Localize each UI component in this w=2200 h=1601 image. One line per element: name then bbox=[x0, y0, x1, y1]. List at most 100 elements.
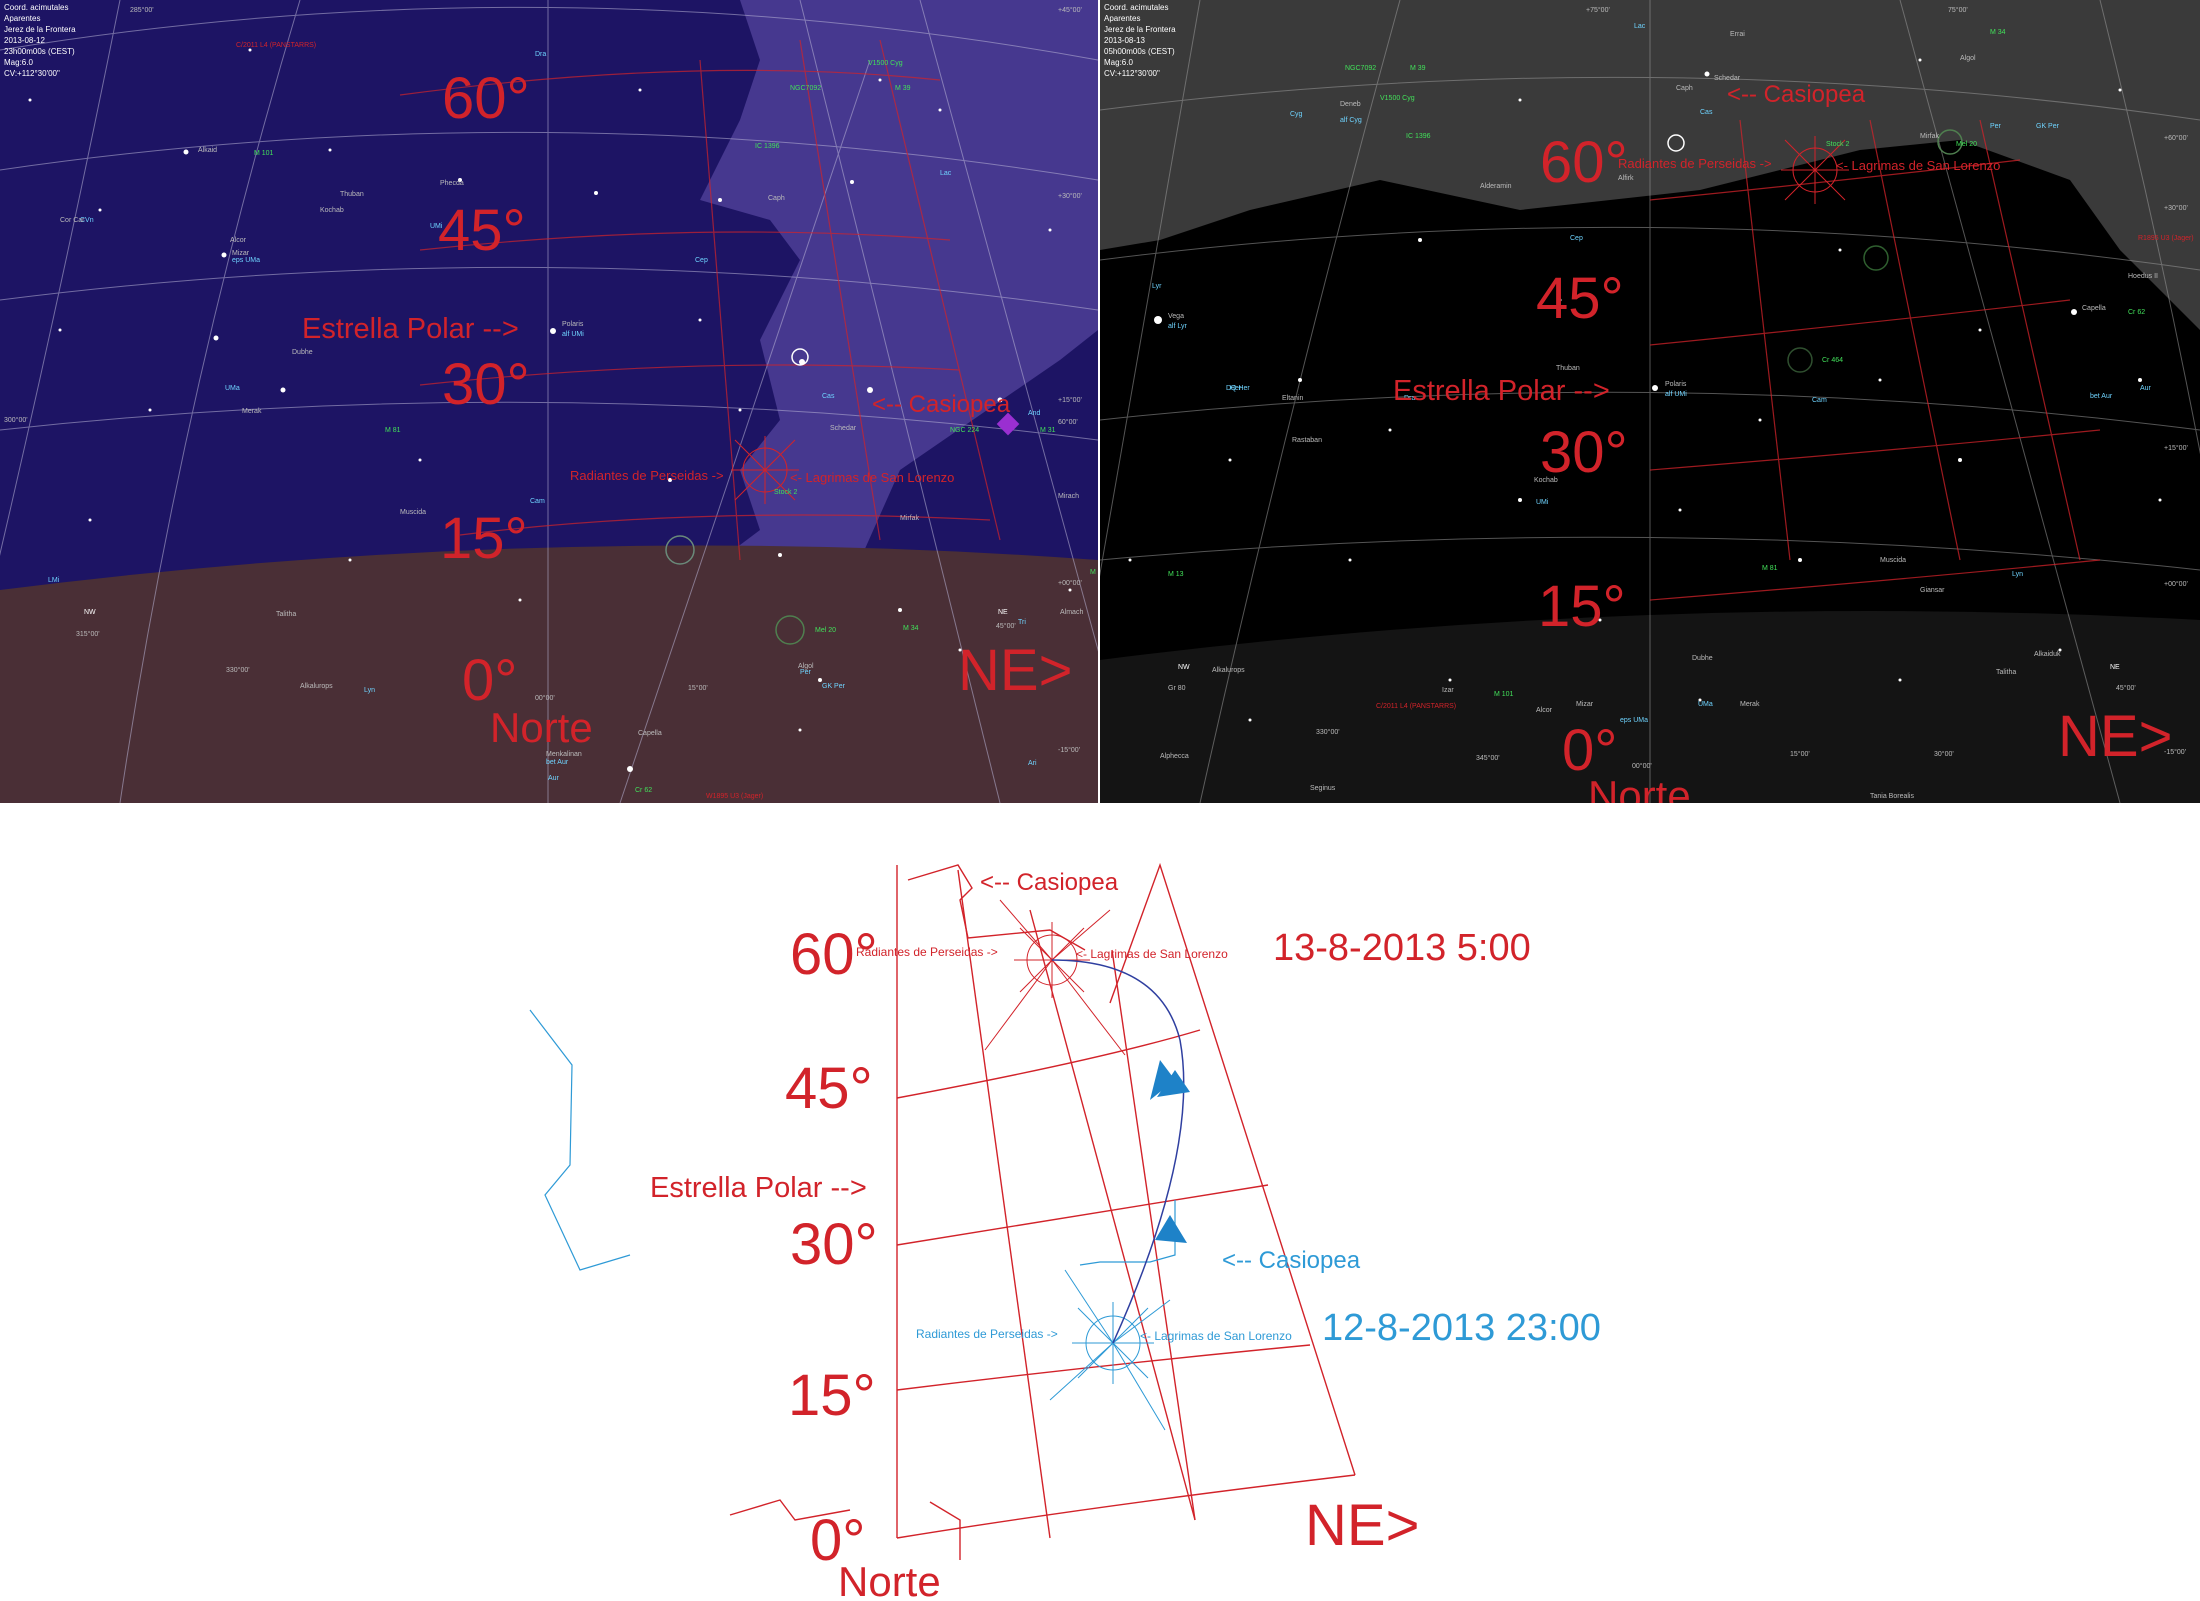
sky-label: Ari bbox=[1028, 760, 1037, 767]
diagram-casiopea-red: <-- Casiopea bbox=[980, 869, 1119, 896]
sky-label: Schedar bbox=[1714, 75, 1741, 82]
radiant-motion-arc bbox=[1051, 959, 1185, 1344]
ring-markers-evening bbox=[665, 348, 809, 645]
sky-label: Dra bbox=[535, 51, 546, 58]
sky-label: +30°00' bbox=[2164, 204, 2188, 212]
annotations-evening: 60° 45° 30° 15° 0° Estrella Polar --> <-… bbox=[302, 66, 1072, 751]
sky-label: eps UMa bbox=[1620, 717, 1648, 724]
sky-label: M 13 bbox=[1168, 571, 1184, 578]
diagram-radiant-blue: Radiantes de Perseidas -> bbox=[916, 1327, 1058, 1341]
sky-label: +30°00' bbox=[1058, 192, 1082, 200]
altitude-label-30: 30° bbox=[1540, 420, 1628, 485]
sky-label: Hoedus II bbox=[2128, 273, 2158, 280]
sky-label: IC 1396 bbox=[1406, 133, 1431, 140]
sky-label: Lyn bbox=[364, 687, 375, 694]
sky-label: Cr 62 bbox=[635, 787, 652, 794]
sky-label: Cor Car bbox=[60, 217, 85, 224]
sky-label: +45°00' bbox=[1058, 6, 1082, 14]
panel-evening: Dra UMi Cep Cas Cam UMa LMi Lyn Per Aur … bbox=[0, 0, 1098, 803]
sky-label: C/2011 L4 (PANSTARRS) bbox=[236, 42, 316, 49]
sky-label: Seginus bbox=[1310, 785, 1336, 792]
sky-label: Mirfak bbox=[1920, 133, 1940, 140]
sky-label: M 81 bbox=[385, 427, 401, 434]
diagram-radiant-dawn bbox=[984, 899, 1126, 1056]
header-line: Mag:6.0 bbox=[4, 58, 33, 67]
altitude-label-0: 0° bbox=[462, 648, 517, 713]
sky-label: Cr 62 bbox=[2128, 309, 2145, 316]
sky-label: DQ Her bbox=[1226, 385, 1250, 392]
sky-label: UMa bbox=[225, 385, 240, 392]
sky-label: GK Per bbox=[822, 683, 846, 690]
sky-label: Eltanin bbox=[1282, 395, 1304, 402]
sky-label: Tania Borealis bbox=[1870, 793, 1914, 800]
sky-label: Mirfak bbox=[900, 515, 920, 522]
sky-label: Tri bbox=[1018, 619, 1026, 626]
header-line: 2013-08-13 bbox=[1104, 36, 1145, 45]
sky-label: R1895 U3 (Jager) bbox=[2138, 235, 2194, 242]
sky-label: UMi bbox=[1536, 499, 1549, 506]
sky-label: CVn bbox=[80, 217, 94, 224]
sky-label: Polaris bbox=[562, 321, 584, 328]
sky-label: Per bbox=[800, 669, 812, 676]
diagram-annotations: <-- Casiopea Radiantes de Perseidas -> <… bbox=[650, 869, 1601, 1601]
sky-label: 75°00' bbox=[1948, 6, 1968, 14]
sky-label: Alphecca bbox=[1160, 753, 1189, 760]
red-guide-lines-dawn bbox=[1649, 119, 2101, 601]
sky-label: 15°00' bbox=[688, 684, 708, 692]
altitude-label-15: 15° bbox=[440, 506, 528, 571]
altitude-label-45: 45° bbox=[1536, 266, 1624, 331]
sky-label: alf UMi bbox=[562, 331, 584, 338]
sky-label: M 34 bbox=[1990, 29, 2006, 36]
header-line: 23h00m00s (CEST) bbox=[4, 47, 75, 56]
sky-label: 345°00' bbox=[1476, 754, 1500, 762]
estrella-polar-label: Estrella Polar --> bbox=[1393, 375, 1610, 407]
sky-label: alf Cyg bbox=[1340, 117, 1362, 124]
annotations-dawn: 60° 45° 30° 15° 0° Estrella Polar --> <-… bbox=[1393, 81, 2172, 803]
diagram-ne: NE> bbox=[1305, 1493, 1419, 1558]
header-line: 05h00m00s (CEST) bbox=[1104, 47, 1175, 56]
sky-label: NGC 224 bbox=[950, 427, 979, 434]
stars-evening bbox=[28, 48, 1072, 772]
sky-label: Stock 2 bbox=[1826, 141, 1849, 148]
arc-arrow-upper bbox=[1155, 1215, 1187, 1243]
header-line: Jerez de la Frontera bbox=[1104, 25, 1176, 34]
sky-label: 30°00' bbox=[1934, 750, 1954, 758]
sky-label: 45°00' bbox=[2116, 684, 2136, 692]
header-line: Aparentes bbox=[1104, 14, 1140, 23]
sky-label: 330°00' bbox=[226, 666, 250, 674]
sky-label: bet Aur bbox=[546, 759, 569, 766]
sky-label: Lyn bbox=[2012, 571, 2023, 578]
header-dawn: Coord. acimutales Aparentes Jerez de la … bbox=[1104, 3, 1176, 78]
sky-label: Errai bbox=[1730, 31, 1745, 38]
altitude-label-60: 60° bbox=[1540, 130, 1628, 195]
alt-az-grid-dawn bbox=[1100, 0, 2200, 803]
sky-label: M 31 bbox=[1040, 427, 1056, 434]
casiopea-label: <-- Casiopea bbox=[872, 391, 1011, 418]
sky-label: Stock 2 bbox=[774, 489, 797, 496]
sky-label: 285°00' bbox=[130, 6, 154, 14]
milky-way-evening bbox=[690, 0, 1098, 720]
diagram-altitude-45: 45° bbox=[785, 1056, 873, 1121]
sky-label: Cep bbox=[1570, 235, 1583, 242]
sky-label: Aur bbox=[548, 775, 560, 782]
sky-label: +75°00' bbox=[1586, 6, 1610, 14]
stars-dawn bbox=[1128, 58, 2162, 722]
sky-label: Mirach bbox=[1058, 493, 1079, 500]
sky-label: Dubhe bbox=[292, 349, 313, 356]
radiant-burst-evening bbox=[731, 436, 799, 504]
ground-evening bbox=[0, 545, 1098, 803]
red-guide-lines-evening bbox=[399, 39, 1001, 561]
sky-label: Alcor bbox=[1536, 707, 1553, 714]
galaxy-m31-marker bbox=[996, 412, 1020, 436]
sky-label: C/2011 L4 (PANSTARRS) bbox=[1376, 703, 1456, 710]
sky-label: LMi bbox=[48, 577, 60, 584]
sky-label: 00°00' bbox=[1632, 762, 1652, 770]
diagram-norte: Norte bbox=[838, 1558, 941, 1601]
sky-label: Alkaid bbox=[198, 147, 217, 154]
sky-label: 315°00' bbox=[76, 630, 100, 638]
sky-label: Muscida bbox=[1880, 557, 1906, 564]
sky-label: IC 1396 bbox=[755, 143, 780, 150]
sky-label: Caph bbox=[768, 195, 785, 202]
sky-label: NGC7092 bbox=[1345, 65, 1376, 72]
